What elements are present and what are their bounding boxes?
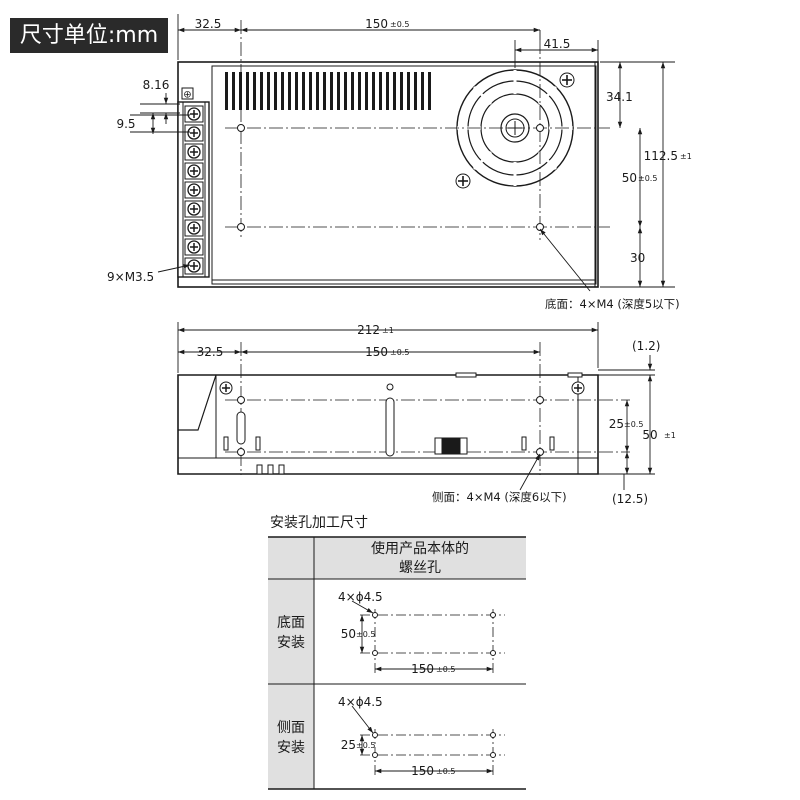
dim-side-height-tol: ±1 [664,431,676,440]
mount-v-tol: ±0.5 [356,630,375,639]
mount-v-dim: 50 [341,627,356,641]
dim-side-hole-vspan-tol: ±0.5 [624,420,643,429]
dim-hole-bottom: 30 [630,251,645,265]
dim-fan-from-top: 34.1 [606,90,633,104]
dim-height-tol: ±1 [680,152,692,161]
mount-v-dim: 25 [341,738,356,752]
mount-table: 安装孔加工尺寸 使用产品本体的 螺丝孔 底面安装4×ϕ4.550±0.5150±… [268,515,526,790]
dim-top-hole-span: 150 [365,17,388,31]
mount-hole [372,650,378,656]
mount-h-dim: 150 [411,662,434,676]
mount-hole [372,752,378,758]
mount-hole [490,732,496,738]
mount-table-header-line1: 使用产品本体的 [371,540,469,557]
terminal-screw [184,162,204,180]
dim-top-hole-span-tol: ±0.5 [390,20,409,29]
side-screw-right [571,381,585,395]
dim-side-length: 212 [357,323,380,337]
side-view: 212 ±1 32.5 150 ±0.5 (1.2) 25 ±0.5 50 ±1… [177,322,676,506]
dim-side-hole-span-tol: ±0.5 [390,348,409,357]
mount-hole [490,612,496,618]
mount-holes-side [237,383,544,456]
dim-side-hole-span: 150 [365,345,388,359]
terminal-screw [184,105,204,123]
side-screw-left [219,381,233,395]
terminal-screw [184,143,204,161]
top-view: ⊕ [107,14,692,311]
dim-side-lip: (1.2) [632,339,660,353]
mount-hole [372,732,378,738]
vent-slots [222,72,432,110]
mount-row-label: 安装 [277,740,305,756]
terminal-screw [184,181,204,199]
terminal-block: ⊕ [177,87,210,278]
dim-side-length-tol: ±1 [382,326,394,335]
dim-top-left-offset: 32.5 [195,17,222,31]
terminal-label: 9×M3.5 [107,270,154,284]
dim-side-hole-bottom: (12.5) [612,492,648,506]
dim-terminal-pitch: 9.5 [116,117,135,131]
svg-text:⊕: ⊕ [183,90,191,101]
mount-row-label: 侧面 [277,720,305,736]
mount-hole-count: 4×ϕ4.5 [338,695,383,709]
fan-screw-bottom-left [455,173,471,189]
mount-h-tol: ±0.5 [436,767,455,776]
side-mount-note: 侧面：4×M4 (深度6以下) [432,490,567,504]
mount-v-tol: ±0.5 [356,741,375,750]
dim-hole-vspan-tol: ±0.5 [638,174,657,183]
dim-terminal-width: 8.16 [143,78,170,92]
mount-row-label: 安装 [277,635,305,651]
mount-hole [490,752,496,758]
fan-screw-top-right [559,72,575,88]
dim-side-height: 50 [642,428,657,442]
terminal-screw [184,238,204,256]
dim-fan-offset: 41.5 [544,37,571,51]
terminal-screw [184,257,204,275]
dim-hole-vspan: 50 [622,171,637,185]
mount-hole-count: 4×ϕ4.5 [338,590,383,604]
dim-side-left-offset: 32.5 [197,345,224,359]
mount-holes-bottom [237,124,544,231]
terminal-screw [184,219,204,237]
mount-h-dim: 150 [411,764,434,778]
mount-hole [490,650,496,656]
dim-height: 112.5 [644,149,678,163]
unit-title: 尺寸单位:mm [10,18,168,53]
terminal-screw [184,200,204,218]
mount-h-tol: ±0.5 [436,665,455,674]
dim-side-hole-vspan: 25 [609,417,624,431]
mount-hole [372,612,378,618]
mount-row-label: 底面 [277,615,305,631]
bottom-mount-note: 底面：4×M4 (深度5以下) [545,297,680,311]
terminal-screw [184,124,204,142]
mount-table-title: 安装孔加工尺寸 [270,515,368,531]
mount-table-header-line2: 螺丝孔 [399,560,441,576]
